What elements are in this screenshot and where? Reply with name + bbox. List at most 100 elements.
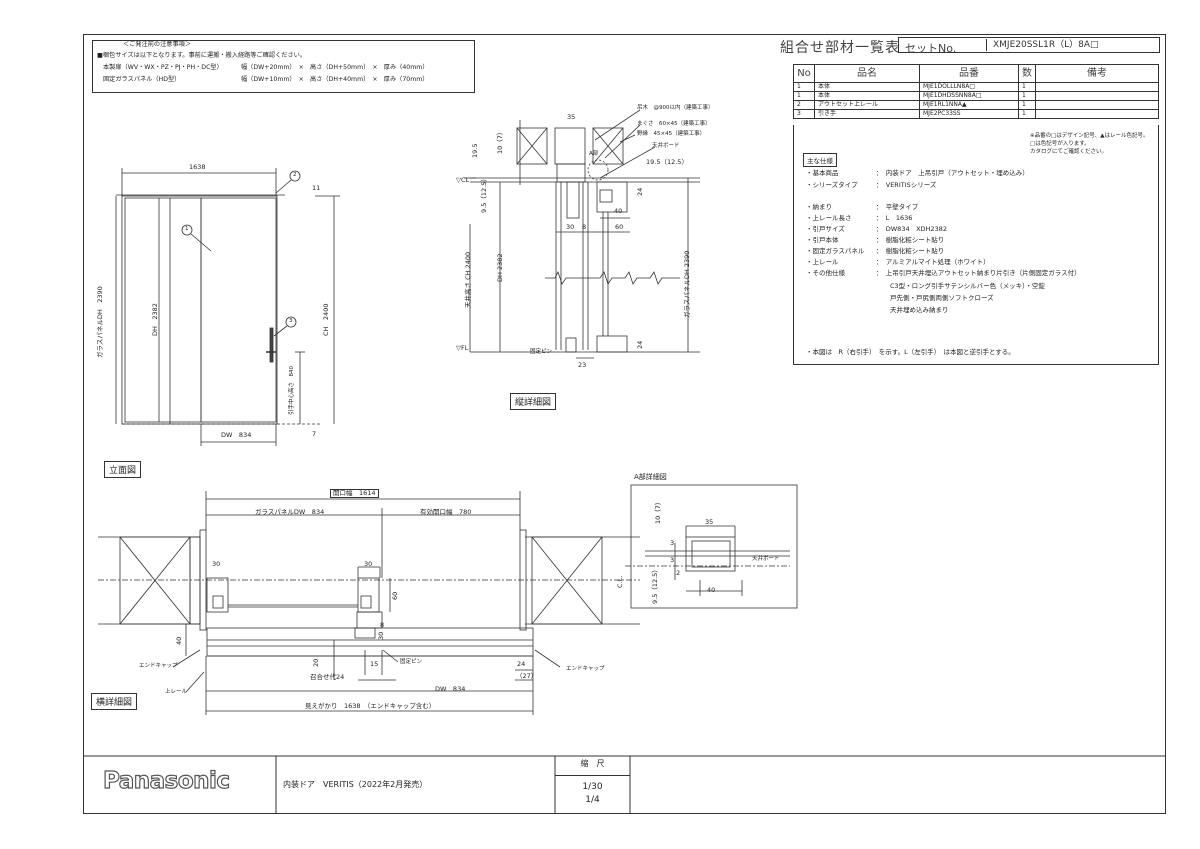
notice-title: ＜ご発注前の注意事項＞	[123, 41, 192, 48]
spec-box	[793, 125, 1159, 365]
hdetail-d40: 40	[175, 636, 183, 645]
elevation-dim-top: 1638	[189, 163, 206, 171]
vdetail-d195b: 19.5（12.5）	[646, 158, 688, 166]
notice-row1-value: 幅（DW+20mm） × 高さ（DH+50mm） × 厚み（40mm）	[241, 64, 429, 71]
spec-value: ： 内装ドア 上吊引戸（アウトセット・埋め込み）	[876, 169, 1029, 177]
vdetail-d60: 60	[615, 223, 624, 231]
bom-note-3: カタログにてご確認ください。	[1030, 149, 1108, 155]
vdetail-d95: 9.5（12.5）	[480, 175, 488, 213]
vdetail-cl: ▽CL	[456, 176, 470, 184]
scale-label: 縮 尺	[580, 759, 605, 768]
callout-1: 1	[185, 226, 189, 232]
brand-logo: Panasonic	[102, 767, 230, 794]
hdetail-d30c: 30	[377, 631, 385, 640]
bom-title: 組合せ部材一覧表	[780, 40, 900, 56]
notice-row2-label: 固定ガラスパネル（HD型）	[103, 76, 181, 83]
hdetail-visible: 見えがかり 1638 （エンドキャップ含む）	[305, 702, 436, 710]
vdetail-d40: 40	[614, 207, 623, 215]
callout-3: 3	[289, 318, 293, 324]
bom-table: No 品名 品番 数 備考 1 本体 MJE1DOLLLN8A□ 1 1 本体 …	[793, 64, 1159, 119]
adetail-cl: C.L.	[616, 575, 624, 588]
spec-key: ・基本商品	[806, 169, 839, 177]
hdetail-endcap-right: エンドキャップ	[566, 666, 605, 672]
bom-cell: 1	[1018, 82, 1036, 92]
vdetail-d8: 8	[582, 223, 587, 231]
hdetail-d24: 24	[517, 660, 526, 668]
bom-cell	[1035, 91, 1159, 101]
vdetail-a: A部	[589, 151, 599, 157]
vdetail-furring: まぐさ 60×45（建築工事）	[637, 121, 711, 127]
drawing-frame	[83, 34, 1166, 814]
elevation-dim-dw: DW 834	[221, 431, 252, 439]
scale-value-2: 1/4	[585, 795, 600, 805]
spec-value: ： DW834 XDH2382	[876, 225, 947, 233]
vdetail-frame: 野縁 45×45（建築工事）	[637, 131, 706, 137]
spec-value: ： L 1636	[876, 214, 913, 222]
bom-header-no: No	[793, 64, 815, 83]
bom-header-note: 備考	[1035, 64, 1159, 83]
bom-cell: MJE2PC33SS	[919, 109, 1019, 119]
bom-header-row: No 品名 品番 数 備考	[793, 64, 1159, 83]
hdetail-pin: 固定ピン	[400, 659, 423, 665]
bom-cell	[1035, 100, 1159, 110]
vdetail-board: 天井ボード	[652, 143, 680, 149]
scale-value-1: 1/30	[582, 782, 603, 792]
vdetail-d30: 30	[566, 223, 575, 231]
bom-header-name: 品名	[814, 64, 920, 83]
bom-header-qty: 数	[1018, 64, 1036, 83]
vdetail-glass: ガラスパネルDH 2390	[683, 250, 691, 318]
spec-value: ： 上吊引戸天井埋込アウトセット納まり片引き（片側固定ガラス付）	[876, 269, 1081, 277]
adetail-d40: 40	[707, 586, 716, 594]
bom-cell: 1	[793, 82, 815, 92]
bom-cell: 本体	[814, 91, 920, 101]
scale-divider	[555, 775, 630, 776]
hdetail-d8: 8	[380, 621, 385, 629]
elevation-dim-handle: 引手中心高さ 840	[289, 366, 295, 415]
set-number-box: セットNo. XMJE20SSL1R（L）8A□	[898, 37, 1160, 55]
spec-key: ・シリーズタイプ	[806, 181, 858, 189]
bom-note: ※品番の□はデザイン記号、▲はレール色記号。 □は色記号が入ります。 カタログに…	[1030, 132, 1149, 156]
bom-note-1: ※品番の□はデザイン記号、▲はレール色記号。	[1030, 133, 1149, 139]
vdetail-d195: 19.5	[471, 143, 479, 158]
order-notice-box: ＜ご発注前の注意事項＞ ■梱包サイズは以下となります。事前に運搬・搬入経路等ご確…	[92, 40, 475, 93]
spec-key: ・納まり	[806, 203, 832, 211]
vdetail-d10: 10（7）	[496, 128, 504, 154]
callout-2: 2	[293, 172, 297, 178]
adetail-board: 天井ボード	[752, 556, 780, 562]
bom-cell: 1	[1018, 100, 1036, 110]
product-name: 内装ドア VERITIS（2022年2月発売）	[283, 780, 428, 789]
elevation-dim-7: 7	[312, 430, 317, 438]
notice-row1-label: 本製扉（WV・WX・PZ・PJ・PH・DC型）	[103, 64, 223, 71]
bom-header-code: 品番	[919, 64, 1019, 83]
elevation-dim-ch: CH 2400	[322, 303, 330, 336]
hdetail-d30b: 30	[364, 560, 373, 568]
elevation-label: 立面図	[104, 461, 142, 478]
vdetail-d24: 24	[636, 187, 644, 196]
notice-line1: ■梱包サイズは以下となります。事前に運搬・搬入経路等ご確認ください。	[97, 52, 307, 59]
bom-cell: 1	[1018, 109, 1036, 119]
set-number-label: セットNo.	[905, 42, 957, 55]
bom-cell: 引き手	[814, 109, 920, 119]
hdetail-d20: 20	[312, 658, 320, 667]
vdetail-dh: DH 2382	[496, 253, 504, 282]
vdetail-fl: ▽FL	[456, 344, 469, 352]
vdetail-d24b: 24	[636, 340, 644, 349]
spec-value: ： アルミアルマイト処理（ホワイト）	[876, 258, 990, 266]
table-row: 3 引き手 MJE2PC33SS 1	[793, 109, 1159, 119]
adetail-d2: 2	[676, 569, 681, 577]
spec-extra-1: C3型・ロング引手サテンシルバー色（メッキ）・空錠	[890, 282, 1045, 290]
hdetail-overlap: 召合せ代24	[310, 673, 345, 681]
hdetail-effective: 有効開口幅 780	[420, 508, 472, 516]
bom-cell: MJE1RL1NNA▲	[919, 100, 1019, 110]
hdetail-endcap-left: エンドキャップ	[139, 663, 178, 669]
bom-cell: MJE1DOLLLN8A□	[919, 82, 1019, 92]
horizontal-detail-label: 横詳細図	[91, 693, 138, 710]
vdetail-d23: 23	[578, 361, 587, 369]
vertical-detail-label: 縦詳細図	[510, 393, 557, 410]
table-row: 1 本体 MJE1DHDSSNN8A□ 1	[793, 91, 1159, 101]
spec-key: ・固定ガラスパネル	[806, 247, 865, 255]
table-row: 1 本体 MJE1DOLLLN8A□ 1	[793, 82, 1159, 92]
bom-cell: アウトセット上レール	[814, 100, 920, 110]
bom-note-2: □は色記号が入ります。	[1030, 141, 1090, 147]
